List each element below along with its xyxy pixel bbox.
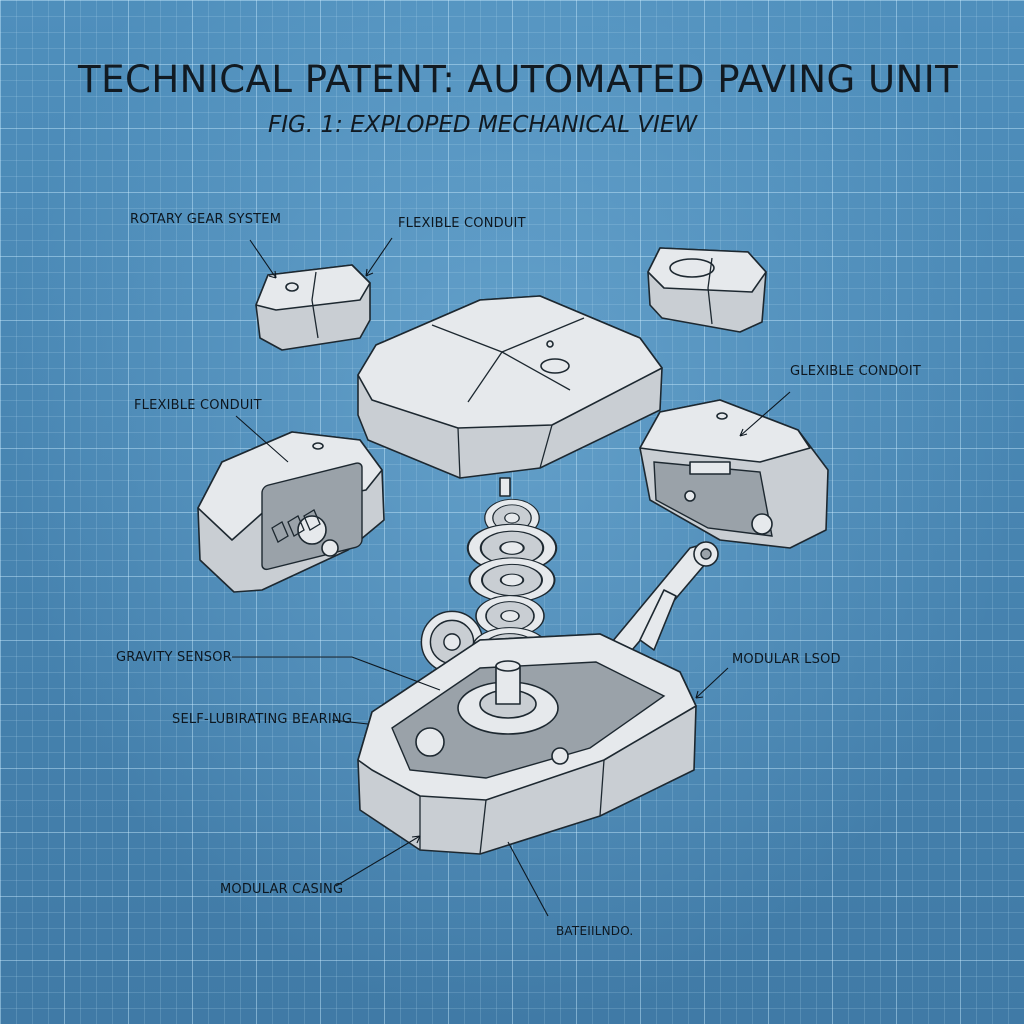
callout-flexible-conduit-top: FLEXIBLE CONDUIT bbox=[398, 216, 526, 231]
callout-rotary-gear-system: ROTARY GEAR SYSTEM bbox=[130, 212, 282, 227]
right-side-housing bbox=[639, 399, 829, 549]
callout-bateilndo: BATEIILNDO. bbox=[556, 924, 634, 938]
top-left-cap-part bbox=[255, 264, 371, 351]
diagram-title: TECHNICAL PATENT: AUTOMATED PAVING UNIT bbox=[78, 58, 959, 101]
top-cover-plate bbox=[357, 295, 663, 479]
left-side-housing bbox=[197, 431, 385, 593]
modular-base-casing bbox=[357, 633, 697, 855]
callout-self-lubricating-bearing: SELF-LUBIRATING BEARING bbox=[172, 712, 353, 727]
callout-gravity-sensor: GRAVITY SENSOR bbox=[116, 650, 232, 665]
callout-leaders bbox=[232, 237, 791, 917]
callout-modular-casing: MODULAR CASING bbox=[220, 882, 344, 897]
figure-caption: FIG. 1: EXPLOPED MECHANICAL VIEW bbox=[268, 112, 698, 138]
callout-flexible-conduit-left: FLEXIBLE CONDUIT bbox=[134, 398, 262, 413]
top-right-cap-part bbox=[647, 247, 767, 333]
callout-modular-lsod: MODULAR LSOD bbox=[732, 652, 841, 667]
callout-glexible-condoit: GLEXIBLE CONDOIT bbox=[790, 364, 922, 379]
